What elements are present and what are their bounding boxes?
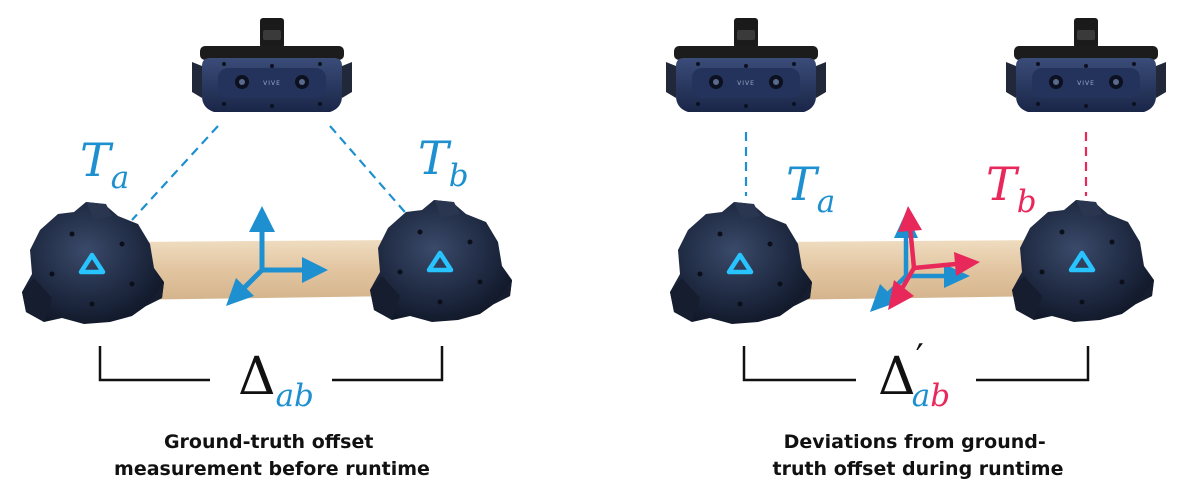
label-t-a: Ta (80, 133, 129, 196)
vr-tracker-icon (22, 202, 164, 324)
vr-tracker-icon (370, 200, 512, 322)
delta-prime-label: Δ′ab (878, 338, 950, 414)
vr-tracker-icon (670, 202, 812, 324)
coordinate-axes-icon (226, 206, 328, 306)
caption: Deviations from ground- truth offset dur… (773, 431, 1064, 480)
coordinate-axes-icon (888, 206, 980, 310)
left-panel: Ta Tb Δab Ground-truth offset measuremen… (22, 18, 512, 480)
offset-bracket (742, 346, 1090, 382)
label-t-b: Tb (418, 131, 469, 194)
vr-headset-icon (666, 18, 826, 112)
tracking-line-a (131, 125, 219, 221)
caption: Ground-truth offset measurement before r… (114, 431, 430, 480)
label-t-b: Tb (986, 157, 1037, 220)
right-panel: Ta Tb Δ′ab Deviations from ground- truth… (666, 18, 1166, 480)
vr-headset-icon (192, 18, 352, 112)
delta-label: Δab (238, 347, 314, 414)
tracking-line-b (329, 125, 411, 219)
label-t-a: Ta (786, 157, 835, 220)
offset-bracket (98, 346, 444, 382)
vr-headset-icon (1006, 18, 1166, 112)
